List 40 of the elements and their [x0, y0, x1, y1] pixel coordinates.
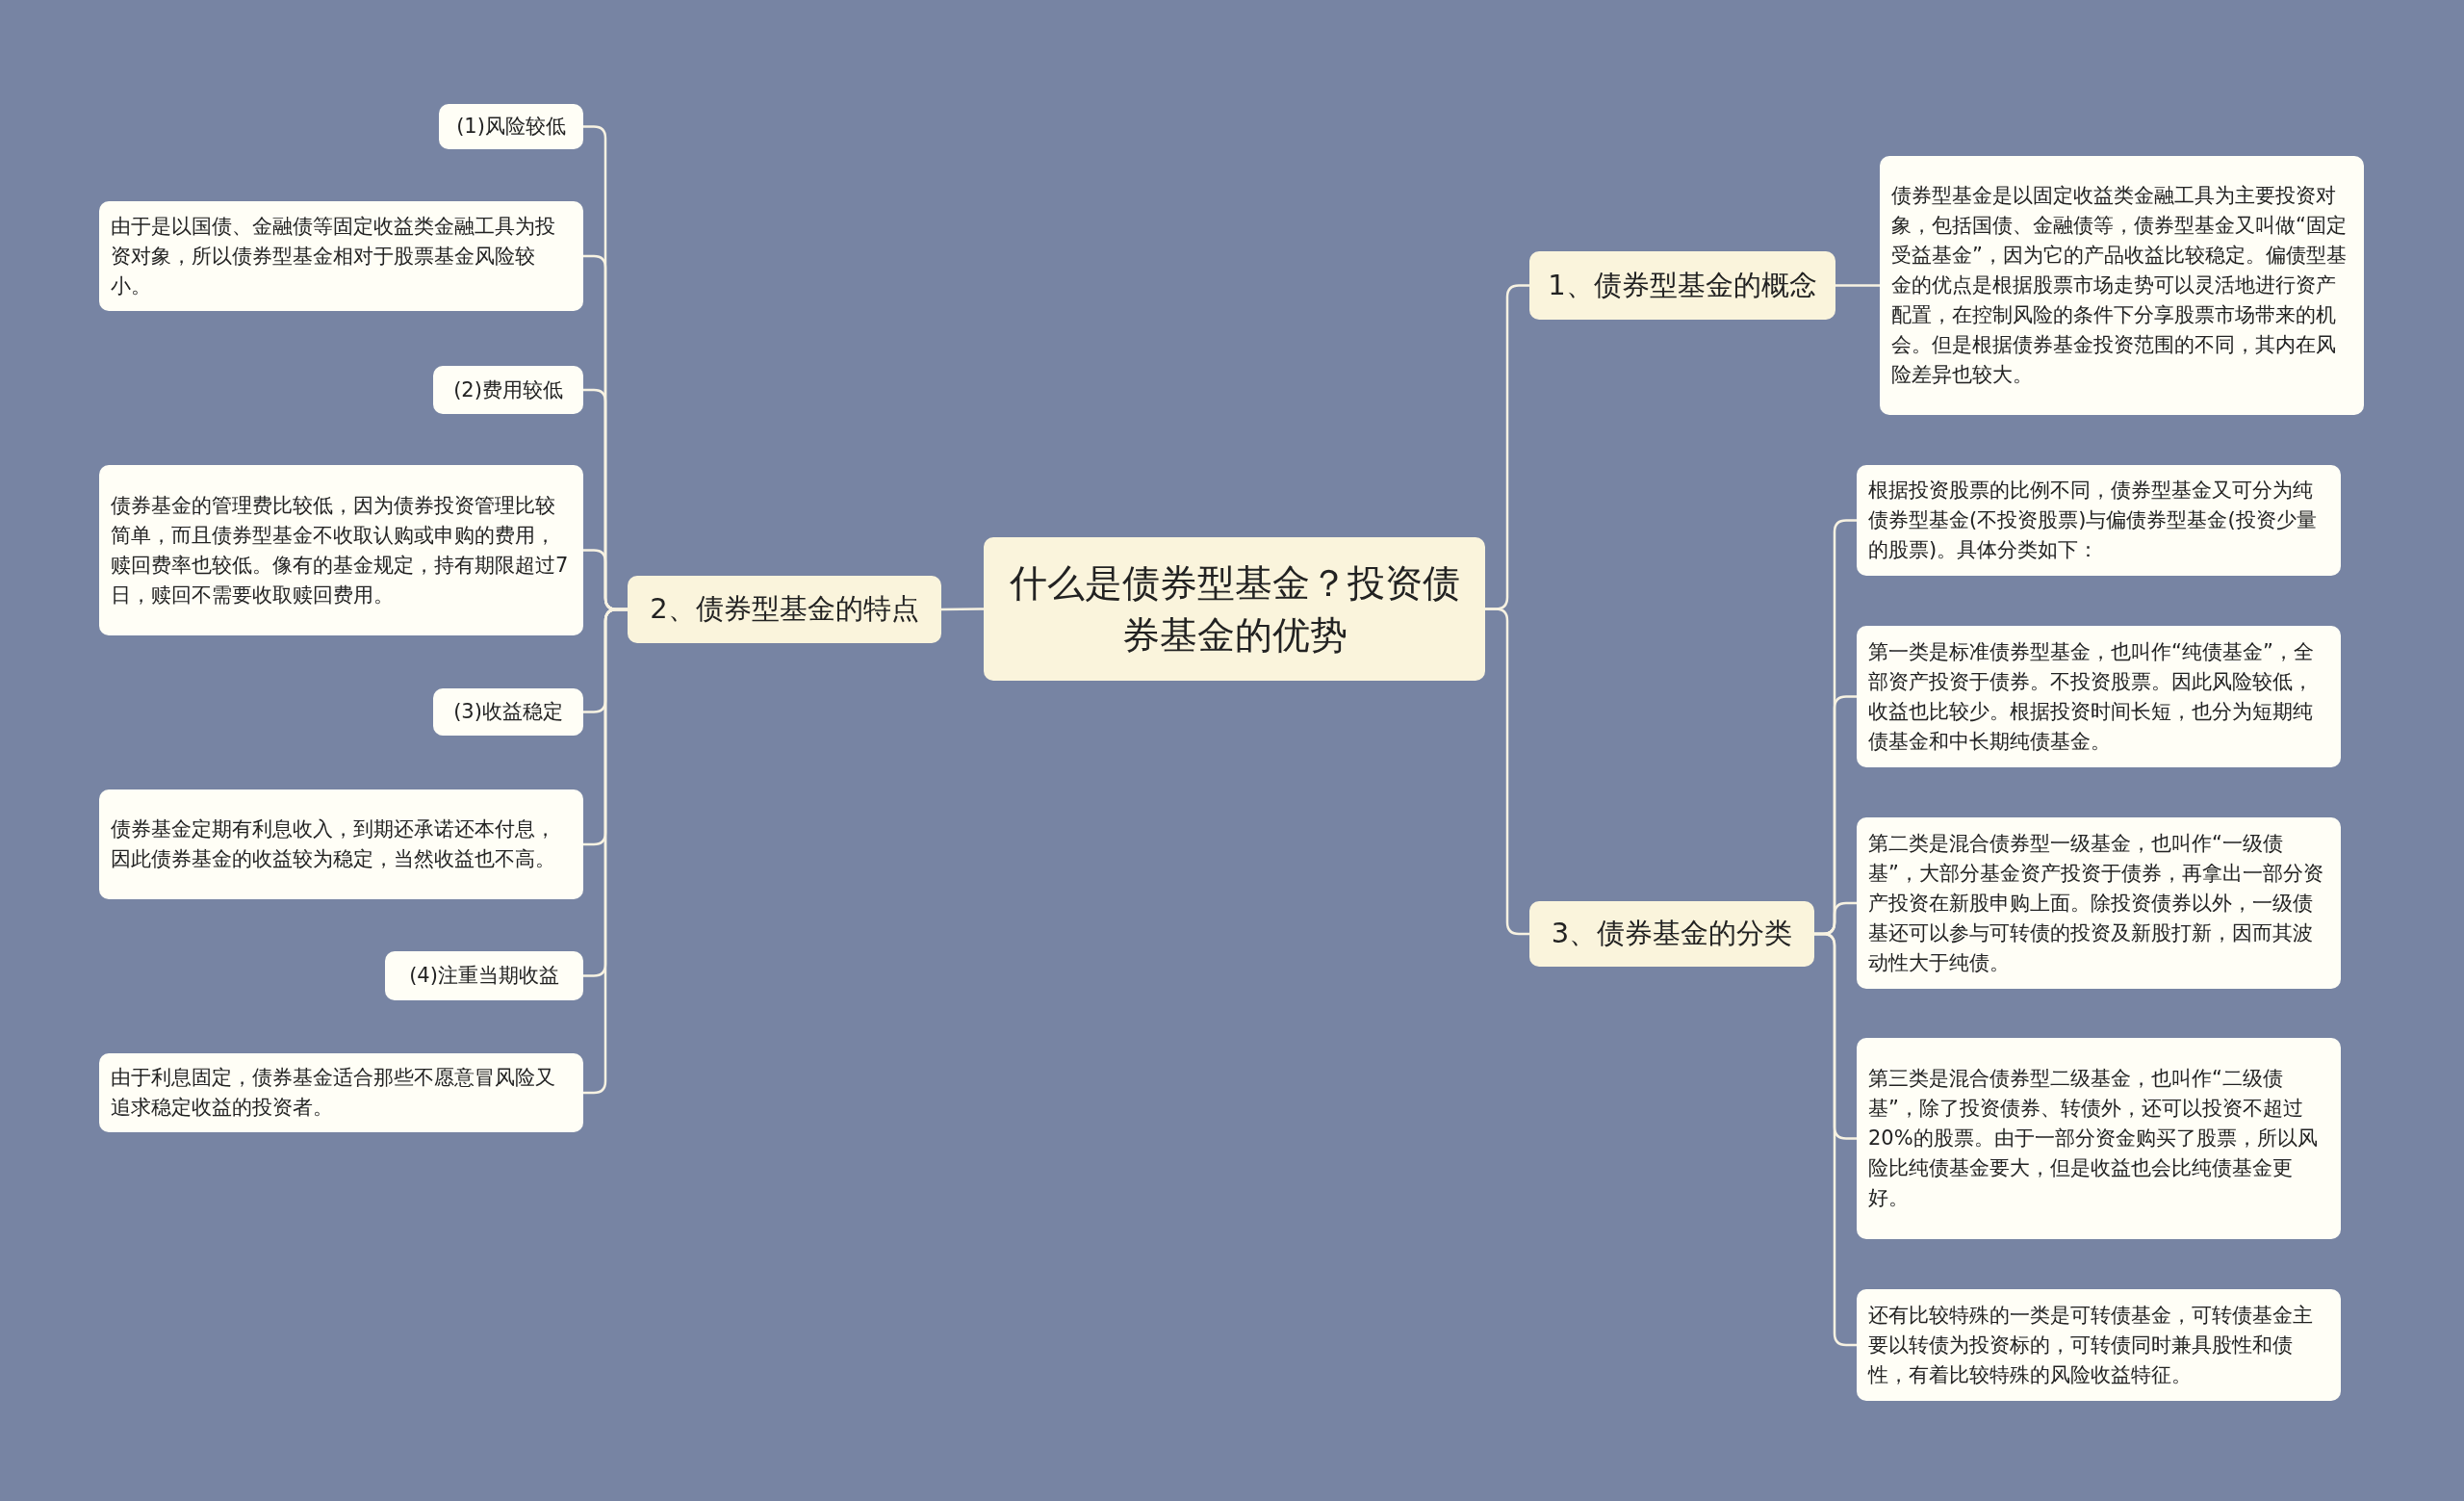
branch-topic-box [1529, 901, 1814, 967]
leaf-topic-box [1857, 817, 2341, 989]
topic-text: 债券基金定期有利息收入，到期还承诺还本付息，因此债券基金的收益较为稳定，当然收益也不高。 [111, 816, 556, 872]
topic-text: (2)费用较低 [453, 376, 563, 403]
leaf-topic-box [433, 366, 583, 414]
leaf-topic-box [99, 1053, 583, 1132]
leaf-topic-box [1880, 156, 2364, 415]
leaf-topic-box [99, 465, 583, 635]
topic-text: 由于是以国债、金融债等固定收益类金融工具为投资对象，所以债券型基金相对于股票基金风险较小。 [111, 213, 556, 299]
topic-text: (3)收益稳定 [453, 699, 563, 725]
topic-text: 第一类是标准债券型基金，也叫作“纯债基金”，全部资产投资于债券。不投资股票。因此风险较低，收益也比较少。根据投资时间长短，也分为短期纯债基金和中长期纯债基金。 [1868, 638, 2315, 755]
leaf-topic-box [99, 789, 583, 899]
topic-text: 第三类是混合债券型二级基金，也叫作“二级债基”，除了投资债券、转债外，还可以投资不超过20%的股票。由于一部分资金购买了股票，所以风险比纯债基金要大，但是收益也会比纯债基金更好。 [1868, 1066, 2319, 1211]
topic-text: 债券基金的管理费比较低，因为债券投资管理比较简单，而且债券型基金不收取认购或申购的费用，赎回费率也较低。像有的基金规定，持有期限超过7日，赎回不需要收取赎回费用。 [111, 492, 570, 608]
leaf-topic-box [433, 688, 583, 736]
branch-topic-box [628, 576, 941, 643]
branch-topic-text: 1、债券型基金的概念 [1548, 267, 1817, 303]
branch-topic-text: 2、债券型基金的特点 [650, 591, 919, 627]
connector-line [1835, 284, 1880, 287]
leaf-topic-box [99, 201, 583, 311]
topic-text: 还有比较特殊的一类是可转债基金，可转债基金主要以转债为投资标的，可转债同时兼具股性和债性，有着比较特殊的风险收益特征。 [1868, 1302, 2314, 1388]
topic-text: 根据投资股票的比例不同，债券型基金又可分为纯债券型基金(不投资股票)与偏债券型基金(投资少量的股票)。具体分类如下： [1868, 478, 2318, 563]
leaf-topic-box [1857, 1038, 2341, 1239]
central-topic-text: 什么是债券型基金？投资债券基金的优势 [1008, 559, 1461, 659]
central-topic-box [984, 537, 1485, 681]
topic-text: 第二类是混合债券型一级基金，也叫作“一级债基”，大部分基金资产投资于债券，再拿出一部分资产投资在新股申购上面。除投资债券以外，一级债基还可以参与可转债的投资及新股打新，因而其波动性大于纯债。 [1868, 830, 2324, 976]
leaf-topic-box [1857, 465, 2341, 576]
connector-line [941, 608, 984, 611]
topic-text: (4)注重当期收益 [409, 963, 559, 989]
branch-topic-box [1529, 251, 1835, 320]
topic-text: 债券型基金是以固定收益类金融工具为主要投资对象，包括国债、金融债等，债券型基金又叫做“固定受益基金”，因为它的产品收益比较稳定。偏债型基金的优点是根据股票市场走势可以灵活地进行资产配置，在控制风险的条件下分享股票市场带来的机会。但是根据债券基金投资范围的不同，其内在风险差异也较大。 [1891, 183, 2348, 388]
leaf-topic-box [385, 951, 583, 1000]
leaf-topic-box [1857, 626, 2341, 767]
connector-line [1485, 608, 1529, 936]
leaf-topic-box [439, 104, 583, 149]
connector-line [1814, 932, 1857, 1347]
topic-text: 由于利息固定，债券基金适合那些不愿意冒风险又追求稳定收益的投资者。 [111, 1065, 556, 1121]
topic-text: (1)风险较低 [456, 114, 566, 140]
leaf-topic-box [1857, 1289, 2341, 1401]
branch-topic-text: 3、债券基金的分类 [1551, 916, 1793, 951]
